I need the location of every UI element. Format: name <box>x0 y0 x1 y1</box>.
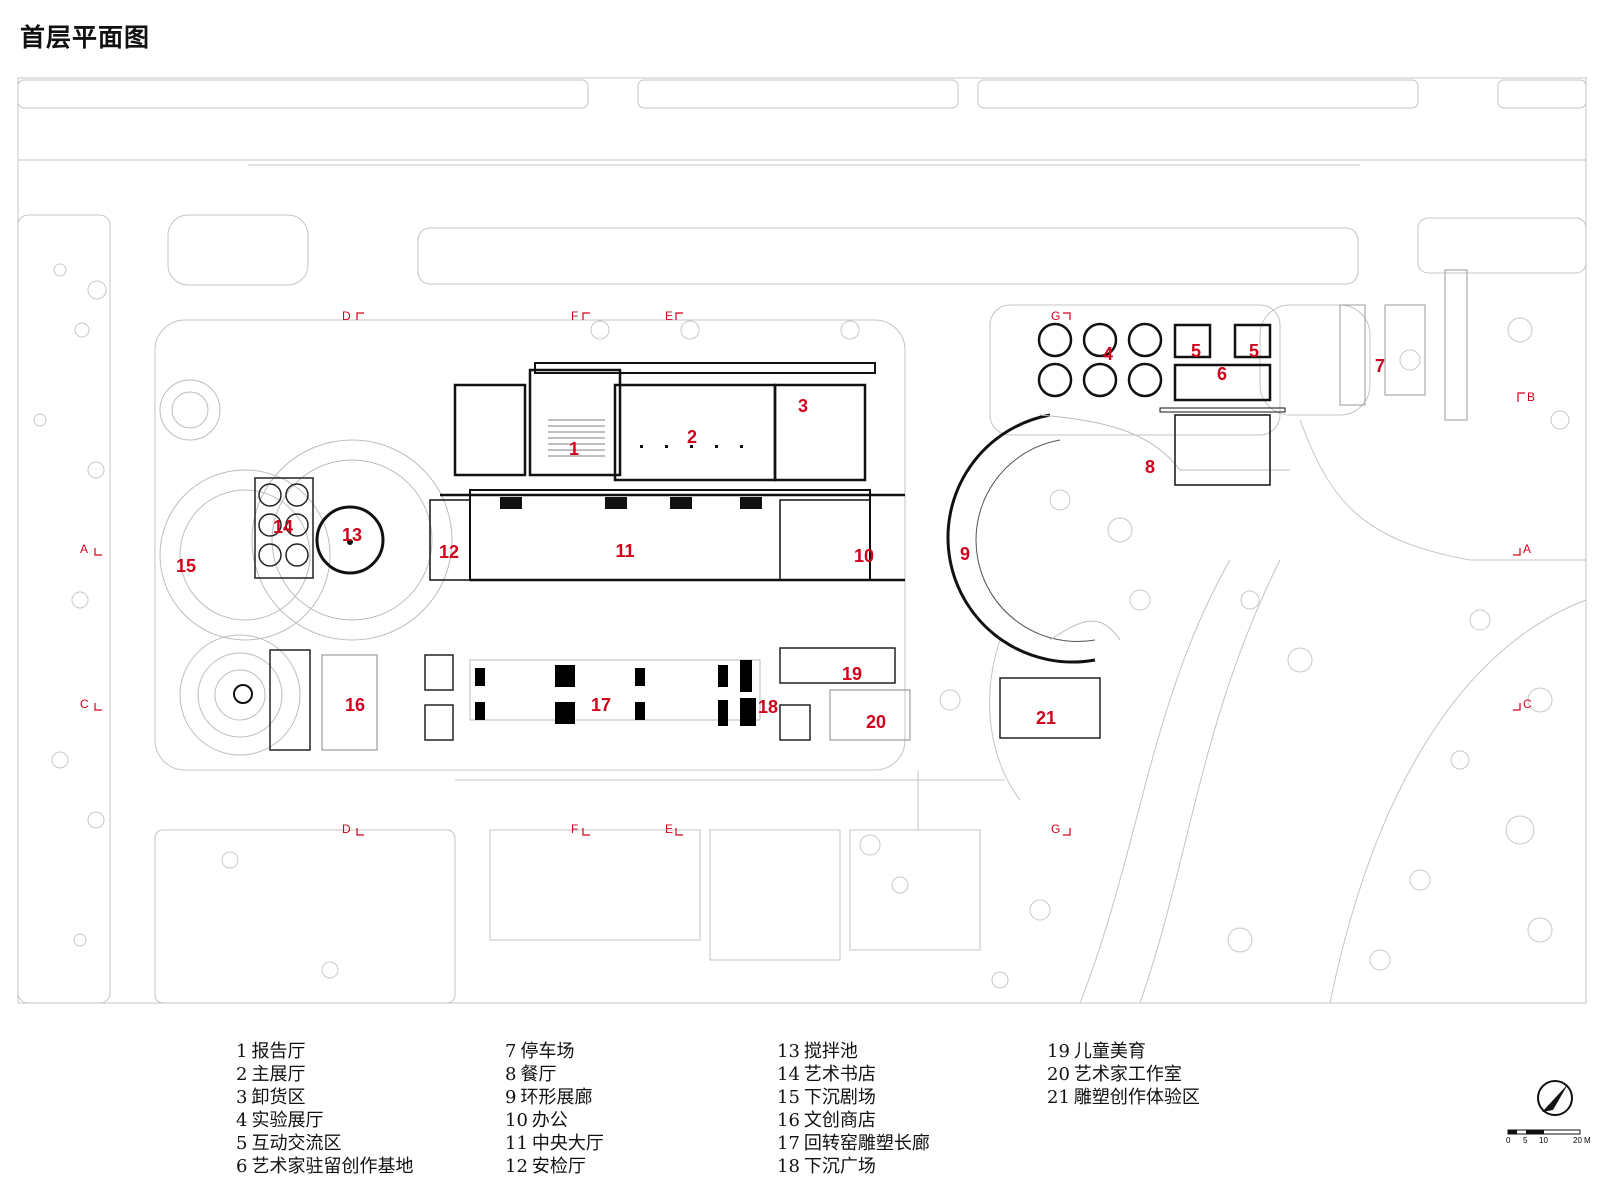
section-A-west: A <box>80 542 88 556</box>
room-label-7: 7 <box>1375 356 1385 376</box>
scale-bar: 0 5 10 20 M <box>1506 1129 1591 1145</box>
room-label-4: 4 <box>1103 344 1113 364</box>
section-A-east: A <box>1523 542 1531 556</box>
room-label-21: 21 <box>1036 708 1056 728</box>
section-E-south: E <box>665 822 673 836</box>
mixing-pool <box>315 505 385 575</box>
kiln-piers <box>475 660 756 726</box>
scale-tick-0: 0 <box>1506 1136 1511 1145</box>
section-G-north: G <box>1051 309 1060 323</box>
section-F-north: F <box>571 309 578 323</box>
room-label-13: 13 <box>342 525 362 545</box>
east-block <box>1037 322 1286 486</box>
circular-plazas <box>159 379 453 756</box>
room-label-19: 19 <box>842 664 862 684</box>
room-label-5a: 5 <box>1191 341 1201 361</box>
bookstore-block <box>254 477 314 579</box>
room-label-15: 15 <box>176 556 196 576</box>
scale-tick-20: 20 <box>1573 1136 1582 1145</box>
room-label-1: 1 <box>569 439 579 459</box>
room-label-8: 8 <box>1145 457 1155 477</box>
ring-gallery <box>946 413 1290 664</box>
scale-tick-5: 5 <box>1523 1136 1528 1145</box>
section-B: B <box>1527 390 1535 404</box>
section-F-south: F <box>571 822 578 836</box>
room-label-18: 18 <box>758 697 778 717</box>
drawing-title: 首层平面图 <box>20 23 151 52</box>
section-C-west: C <box>80 697 89 711</box>
section-C-east: C <box>1523 697 1532 711</box>
room-label-16: 16 <box>345 695 365 715</box>
section-marker-labels: A A B C C D D F F E E G G <box>80 309 1535 836</box>
room-label-14: 14 <box>273 517 293 537</box>
room-label-10: 10 <box>854 546 874 566</box>
room-label-12: 12 <box>439 542 459 562</box>
room-label-20: 20 <box>866 712 886 732</box>
room-labels: 1 2 3 4 5 5 6 7 8 9 10 11 12 13 14 15 16… <box>176 341 1385 732</box>
main-building <box>429 362 905 582</box>
section-D-north: D <box>342 309 351 323</box>
parking <box>1339 269 1468 421</box>
auditorium-seating <box>548 419 605 457</box>
section-E-north: E <box>665 309 673 323</box>
room-label-17: 17 <box>591 695 611 715</box>
room-label-2: 2 <box>687 427 697 447</box>
section-G-south: G <box>1051 822 1060 836</box>
room-label-3: 3 <box>798 396 808 416</box>
north-arrow-icon <box>1537 1080 1573 1116</box>
south-buildings <box>269 647 1101 751</box>
room-label-6: 6 <box>1217 364 1227 384</box>
landscape-trees <box>33 263 1570 989</box>
section-markers <box>94 312 1525 836</box>
site-linework <box>17 77 1587 1004</box>
sunken-theater-center <box>233 684 253 704</box>
room-label-5b: 5 <box>1249 341 1259 361</box>
room-label-11: 11 <box>615 541 634 561</box>
scale-unit: M <box>1584 1136 1591 1145</box>
section-D-south: D <box>342 822 351 836</box>
columns-main-hall <box>500 445 762 509</box>
scale-tick-10: 10 <box>1539 1136 1548 1145</box>
room-label-9: 9 <box>960 544 970 564</box>
